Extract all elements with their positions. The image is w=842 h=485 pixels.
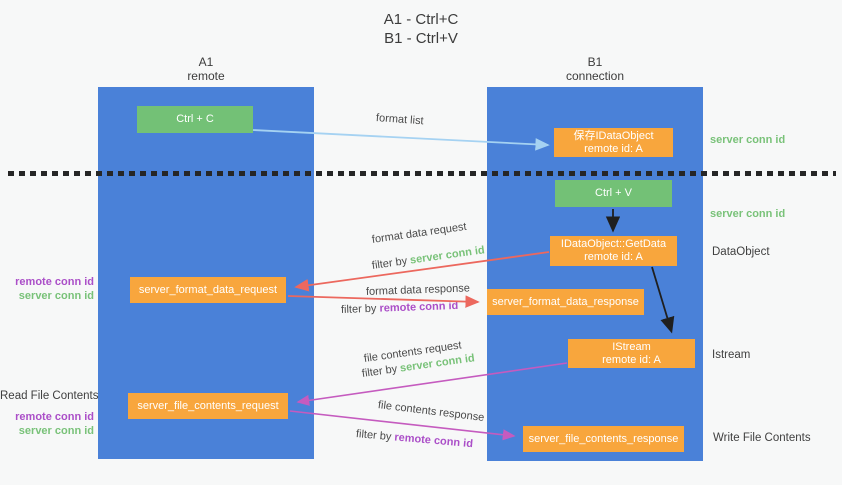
server-format-data-request-box: server_format_data_request <box>130 277 286 303</box>
server-conn-id-text: server conn id <box>409 244 486 267</box>
server-file-contents-response-label: server_file_contents_response <box>528 432 679 445</box>
ctrl-v-keypress-box: Ctrl + V <box>555 180 672 207</box>
right-column-header: B1 connection <box>487 55 703 83</box>
save-idataobject-line1: 保存IDataObject <box>573 129 654 142</box>
format-data-response-label: format data response <box>365 282 471 298</box>
filter-by-text: filter by <box>355 428 395 444</box>
left-column-header: A1 remote <box>98 55 314 83</box>
left-remote-conn-id-label-1: remote conn id <box>15 276 94 288</box>
ctrl-c-keypress-box: Ctrl + C <box>137 106 253 133</box>
ctrl-c-label: Ctrl + C <box>176 113 214 125</box>
save-idataobject-line2: remote id: A <box>584 142 643 155</box>
write-file-contents-label: Write File Contents <box>713 432 811 444</box>
server-format-data-response-box: server_format_data_response <box>487 289 644 315</box>
filter-by-remote-conn-id-label-2: filter by remote conn id <box>355 428 473 450</box>
left-server-conn-id-label-1: server conn id <box>18 290 94 302</box>
istream-box: IStream remote id: A <box>568 339 695 368</box>
server-file-contents-request-label: server_file_contents_request <box>137 399 279 412</box>
title-line-1: A1 - Ctrl+C <box>383 11 459 28</box>
filter-by-server-conn-id-label-1: filter by server conn id <box>371 244 485 272</box>
right-server-conn-id-label-mid: server conn id <box>710 208 786 220</box>
remote-conn-id-text: remote conn id <box>393 431 474 451</box>
title-line-2: B1 - Ctrl+V <box>384 30 458 47</box>
server-file-contents-request-box: server_file_contents_request <box>128 393 288 419</box>
ctrl-v-label: Ctrl + V <box>595 187 632 199</box>
format-data-request-label: format data request <box>371 220 468 246</box>
filter-by-text: filter by <box>361 362 401 380</box>
left-server-conn-id-label-2: server conn id <box>18 425 94 437</box>
right-column-name: B1 <box>587 55 603 69</box>
getdata-line2: remote id: A <box>584 251 643 263</box>
read-file-contents-label: Read File Contents <box>0 390 99 402</box>
getdata-line1: IDataObject::GetData <box>560 238 667 250</box>
server-file-contents-response-box: server_file_contents_response <box>523 426 684 452</box>
istream-side-label: Istream <box>712 349 751 361</box>
filter-by-remote-conn-id-label-1: filter by remote conn id <box>341 300 459 316</box>
idataobject-getdata-box: IDataObject::GetData remote id: A <box>550 236 677 266</box>
right-column-subtitle: connection <box>565 69 625 83</box>
right-server-conn-id-label-top: server conn id <box>710 134 786 146</box>
diagram-title: A1 - Ctrl+C B1 - Ctrl+V <box>0 10 842 48</box>
istream-line2: remote id: A <box>602 353 661 366</box>
remote-conn-id-text: remote conn id <box>379 299 459 315</box>
left-column-subtitle: remote <box>187 69 225 83</box>
file-contents-response-label: file contents response <box>377 399 485 424</box>
istream-line1: IStream <box>612 340 651 353</box>
save-idataobject-box: 保存IDataObject remote id: A <box>554 128 673 157</box>
phase-divider-dashed-line <box>8 171 836 176</box>
left-remote-conn-id-label-2: remote conn id <box>15 411 94 423</box>
filter-by-text: filter by <box>371 254 411 272</box>
filter-by-text: filter by <box>340 302 380 316</box>
format-list-label: format list <box>375 112 424 128</box>
dataobject-label: DataObject <box>712 246 770 258</box>
server-format-data-request-label: server_format_data_request <box>138 283 278 296</box>
server-format-data-response-label: server_format_data_response <box>492 295 639 308</box>
left-column-name: A1 <box>198 55 214 69</box>
